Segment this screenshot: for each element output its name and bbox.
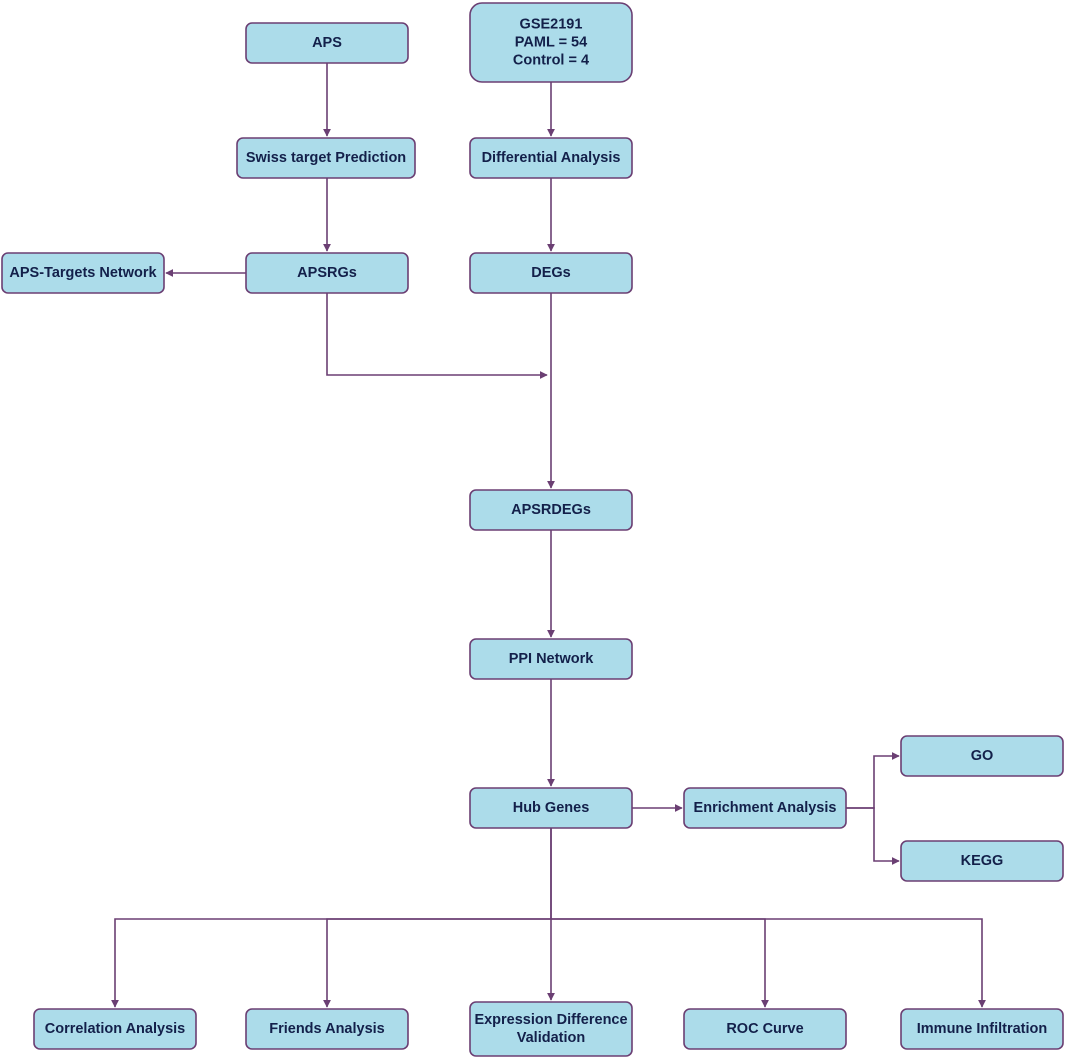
arrow-hub-to-roc xyxy=(551,918,769,1008)
node-label: Differential Analysis xyxy=(482,150,621,166)
node-diff: Differential Analysis xyxy=(469,137,633,179)
node-box xyxy=(683,1008,847,1050)
arrow-hub-to-corr xyxy=(111,828,552,1008)
node-box xyxy=(683,787,847,829)
node-label: Hub Genes xyxy=(513,800,590,816)
node-box xyxy=(469,2,633,83)
node-label: APS xyxy=(312,35,342,51)
node-enrich: Enrichment Analysis xyxy=(683,787,847,829)
node-box xyxy=(469,638,633,680)
node-box xyxy=(900,735,1064,777)
node-kegg: KEGG xyxy=(900,840,1064,882)
node-box xyxy=(1,252,165,294)
node-box xyxy=(245,1008,409,1050)
node-friends: Friends Analysis xyxy=(245,1008,409,1050)
node-label: Friends Analysis xyxy=(269,1021,385,1037)
node-box xyxy=(469,1001,633,1057)
node-label: PPI Network xyxy=(509,651,595,667)
node-ppi: PPI Network xyxy=(469,638,633,680)
node-label: APS-Targets Network xyxy=(9,265,157,281)
node-box xyxy=(469,489,633,531)
node-box xyxy=(469,137,633,179)
node-box xyxy=(236,137,416,179)
node-label: Correlation Analysis xyxy=(45,1021,185,1037)
node-label: GSE2191 xyxy=(520,17,583,33)
arrow-enrich-to-go xyxy=(846,752,900,809)
arrow-hub-to-immune xyxy=(551,918,986,1008)
connectors xyxy=(111,63,986,1008)
node-degs: DEGs xyxy=(469,252,633,294)
node-immune: Immune Infiltration xyxy=(900,1008,1064,1050)
node-box xyxy=(469,252,633,294)
node-label: Control = 4 xyxy=(513,53,589,69)
node-label: Swiss target Prediction xyxy=(246,150,406,166)
node-network: APS-Targets Network xyxy=(1,252,165,294)
node-corr: Correlation Analysis xyxy=(33,1008,197,1050)
node-label: GO xyxy=(971,748,994,764)
arrow-enrich-to-kegg xyxy=(846,807,900,865)
node-label: DEGs xyxy=(531,265,571,281)
node-box xyxy=(245,252,409,294)
node-swiss: Swiss target Prediction xyxy=(236,137,416,179)
node-roc: ROC Curve xyxy=(683,1008,847,1050)
node-box xyxy=(469,787,633,829)
node-label: Expression Difference xyxy=(474,1012,627,1028)
node-label: ROC Curve xyxy=(726,1021,803,1037)
arrow-hub-to-friends xyxy=(323,918,551,1008)
node-label: PAML = 54 xyxy=(515,35,587,51)
arrow-apsrgs-to-apsrdegs xyxy=(326,293,548,379)
node-label: Immune Infiltration xyxy=(917,1021,1048,1037)
node-hub: Hub Genes xyxy=(469,787,633,829)
node-label: Enrichment Analysis xyxy=(694,800,837,816)
node-label: APSRGs xyxy=(297,265,357,281)
node-apsrdegs: APSRDEGs xyxy=(469,489,633,531)
node-label: KEGG xyxy=(961,853,1004,869)
node-label: APSRDEGs xyxy=(511,502,591,518)
node-aps: APS xyxy=(245,22,409,64)
node-box xyxy=(900,1008,1064,1050)
node-box xyxy=(33,1008,197,1050)
node-apsrgs: APSRGs xyxy=(245,252,409,294)
node-box xyxy=(245,22,409,64)
node-box xyxy=(900,840,1064,882)
node-go: GO xyxy=(900,735,1064,777)
node-label: Validation xyxy=(517,1030,586,1046)
